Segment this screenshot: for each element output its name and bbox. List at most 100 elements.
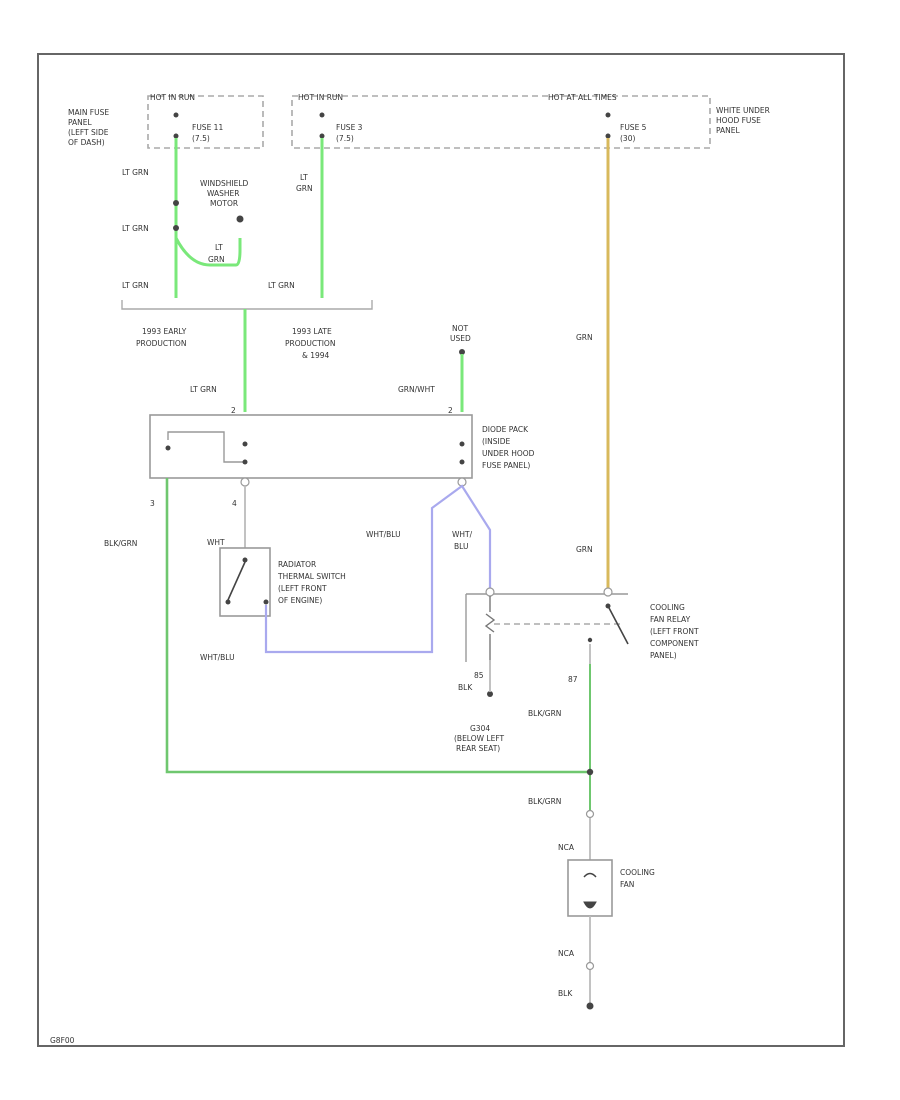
under-hood-fuse-panel-box [291, 95, 711, 149]
radiator-switch-terminal-bottom-left [225, 599, 231, 605]
ground-g304-label-3: REAR SEAT) [456, 744, 500, 753]
diode-terminal-2 [242, 441, 248, 447]
diode-pack-label-1: DIODE PACK [482, 425, 529, 434]
wire-label-wht-blu-3: WHT/BLU [200, 653, 235, 662]
nca-label-1: NCA [558, 843, 575, 852]
wire-label-lt-grn-vert-1: LT [300, 173, 308, 182]
fuse-middle-terminal-top [319, 112, 325, 118]
diode-pin-2b: 2 [448, 406, 453, 415]
radiator-switch-contact [227, 561, 246, 601]
cooling-fan-relay-label-2: FAN RELAY [650, 615, 691, 624]
washer-motor-terminal [236, 215, 244, 223]
radiator-switch-label-4: OF ENGINE) [278, 596, 322, 605]
radiator-switch-box [219, 547, 271, 617]
diode-pack-label-3: UNDER HOOD [482, 449, 535, 458]
under-hood-panel-label-2: HOOD FUSE [716, 116, 761, 125]
wire-label-blk-grn-1: BLK/GRN [104, 539, 137, 548]
fan-connector-bottom [585, 961, 595, 971]
diode-terminal-3 [242, 459, 248, 465]
fuse-left-header: HOT IN RUN [150, 93, 195, 102]
wire-label-wht: WHT [207, 538, 225, 547]
cooling-fan-relay-label-3: (LEFT FRONT [650, 627, 699, 636]
radiator-switch-terminal-bottom-right [263, 599, 269, 605]
wire-label-lt-grn-6: LT GRN [268, 281, 295, 290]
nca-label-2: NCA [558, 949, 575, 958]
washer-motor-label-1: WINDSHIELD [200, 179, 249, 188]
diode-terminal-5 [459, 459, 465, 465]
wire-label-grn-2: GRN [576, 545, 593, 554]
radiator-switch-label-3: (LEFT FRONT [278, 584, 327, 593]
relay-pin-85: 85 [474, 671, 484, 680]
diode-pack-internal [167, 431, 245, 463]
late-production-label-2: PRODUCTION [285, 339, 335, 348]
wire-label-grn-wht: GRN/WHT [398, 385, 435, 394]
wire-label-blk-1: BLK [458, 683, 473, 692]
fan-connector-top [585, 809, 595, 819]
main-fuse-panel-label-3: (LEFT SIDE [68, 128, 109, 137]
cooling-fan-label-2: FAN [620, 880, 634, 889]
splice-left-top [173, 200, 179, 206]
radiator-switch-label-1: RADIATOR [278, 560, 316, 569]
diode-terminal-4 [459, 441, 465, 447]
cooling-fan-relay-label-4: COMPONENT [650, 639, 699, 648]
splice-left-mid [173, 225, 179, 231]
production-bracket [121, 300, 373, 310]
wire-blk-grn-left [165, 478, 590, 774]
not-used-terminal [459, 349, 465, 355]
fuse-middle-header: HOT IN RUN [298, 93, 343, 102]
wire-label-lt-grn-4: GRN [208, 255, 225, 264]
wire-label-lt-grn-vert-2: GRN [296, 184, 313, 193]
wire-label-blk-grn-3: BLK/GRN [528, 797, 561, 806]
diode-pack-box [149, 414, 473, 479]
not-used-label-2: USED [450, 334, 471, 343]
late-production-label-3: & 1994 [302, 351, 330, 360]
fuse-middle-rating: (7.5) [336, 134, 354, 143]
fuse-right-rating: (30) [620, 134, 635, 143]
relay-terminal-86 [485, 587, 495, 597]
relay-switch-out [587, 637, 593, 643]
diagram-id: G8F00 [50, 1036, 75, 1045]
main-fuse-panel-label-4: OF DASH) [68, 138, 105, 147]
main-fuse-panel-box [147, 95, 264, 149]
diode-pin-2a: 2 [231, 406, 236, 415]
cooling-fan-symbol-bottom [583, 901, 597, 909]
fuse-right-header: HOT AT ALL TIMES [548, 93, 617, 102]
relay-switch-contact [607, 605, 629, 645]
relay-coil-ground [487, 691, 493, 697]
wire-label-lt-grn-7: LT GRN [190, 385, 217, 394]
diode-pack-label-4: FUSE PANEL) [482, 461, 530, 470]
early-production-label-2: PRODUCTION [136, 339, 186, 348]
wire-label-wht-blu-1: WHT/BLU [366, 530, 401, 539]
wire-label-blk-grn-2: BLK/GRN [528, 709, 561, 718]
diode-pin-bottom-4 [240, 477, 250, 487]
splice-blk-grn [586, 768, 594, 776]
washer-motor-label-2: WASHER [207, 189, 240, 198]
wire-wht-blu [264, 484, 492, 654]
early-production-label-1: 1993 EARLY [142, 327, 187, 336]
fuse-right-terminal-top [605, 112, 611, 118]
diagram-frame [37, 53, 845, 1047]
diode-pack-label-2: (INSIDE [482, 437, 510, 446]
under-hood-panel-label-3: PANEL [716, 126, 741, 135]
diode-pin-3: 3 [150, 499, 155, 508]
fan-ground [586, 1002, 594, 1010]
fuse-left-terminal-bottom [173, 133, 179, 139]
cooling-fan-relay-label-5: PANEL) [650, 651, 677, 660]
diode-terminal-1 [165, 445, 171, 451]
wire-label-wht-blu-2b: BLU [454, 542, 468, 551]
fuse-left-rating: (7.5) [192, 134, 210, 143]
wire-label-grn-1: GRN [576, 333, 593, 342]
cooling-fan-symbol-top [583, 872, 597, 878]
cooling-fan-label-1: COOLING [620, 868, 655, 877]
relay-coil [484, 596, 496, 660]
fuse-left-terminal-top [173, 112, 179, 118]
wire-label-blk-2: BLK [558, 989, 573, 998]
under-hood-panel-label-1: WHITE UNDER [716, 106, 770, 115]
main-fuse-panel-label-2: PANEL [68, 118, 93, 127]
not-used-label-1: NOT [452, 324, 469, 333]
ground-g304-label-2: (BELOW LEFT [454, 734, 505, 743]
fuse-right-terminal-bottom [605, 133, 611, 139]
wire-label-lt-grn-5: LT GRN [122, 281, 149, 290]
relay-terminal-30 [603, 587, 613, 597]
